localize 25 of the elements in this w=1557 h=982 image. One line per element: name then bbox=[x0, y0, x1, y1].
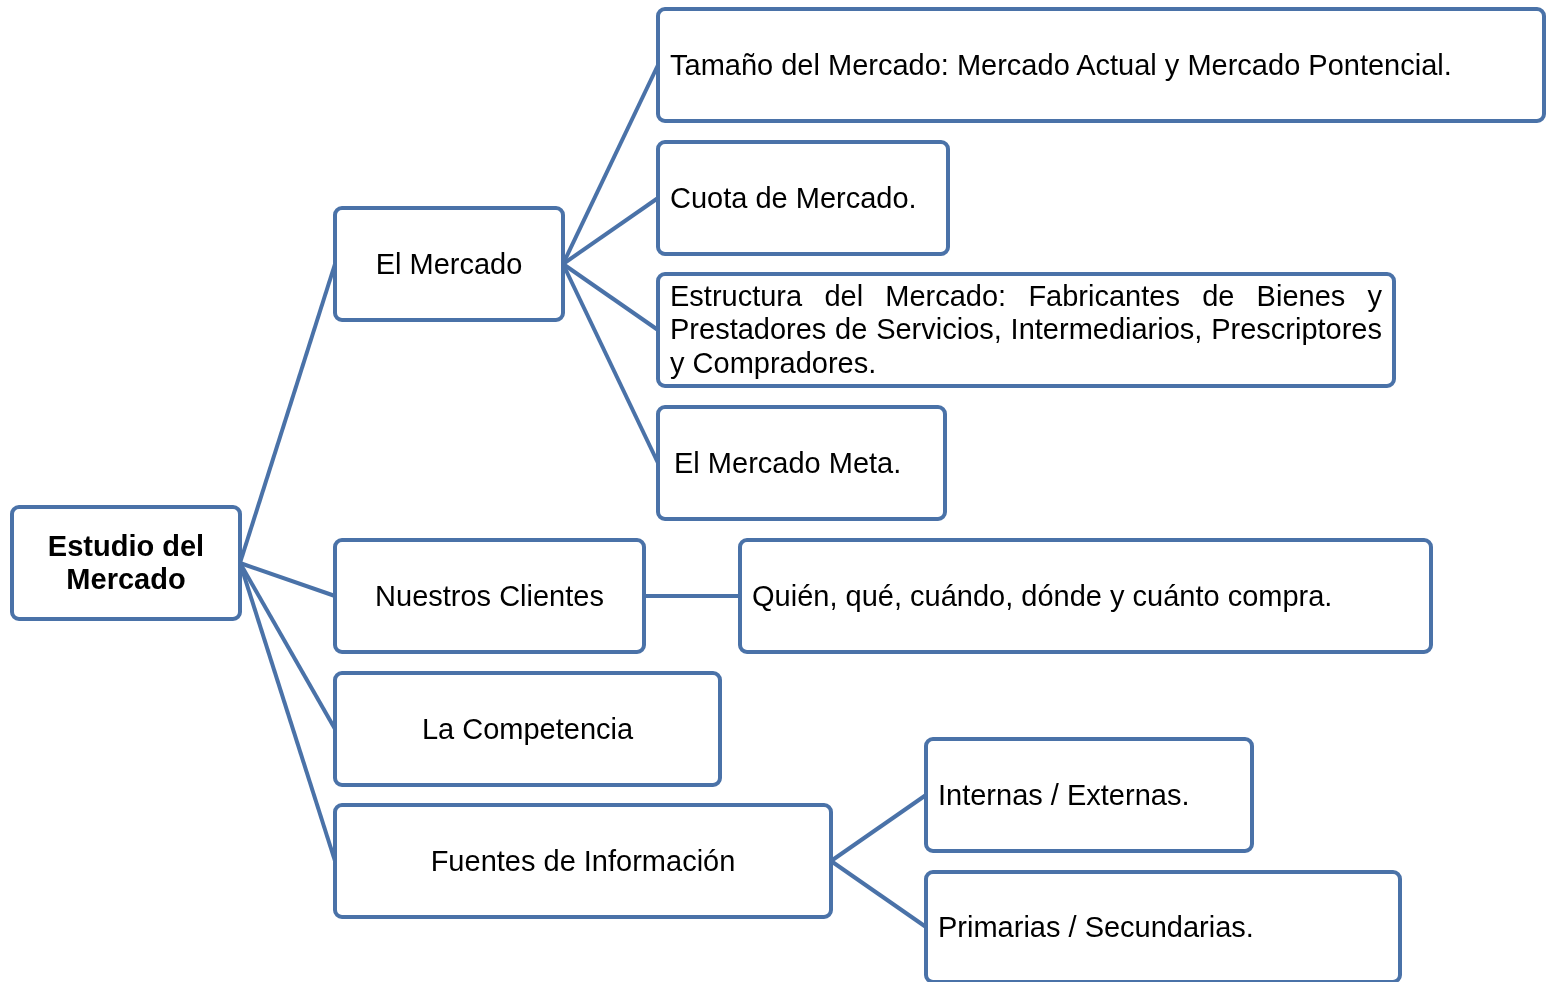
topic-box bbox=[924, 870, 1402, 982]
connector-line bbox=[644, 594, 740, 598]
topic-label: Nuestros Clientes bbox=[374, 579, 605, 613]
topic-box bbox=[333, 206, 565, 322]
topic-box bbox=[656, 7, 1546, 123]
topic-label: Quién, qué, cuándo, dónde y cuánto compra. bbox=[752, 579, 1334, 613]
topic-label: El Mercado bbox=[374, 247, 524, 281]
topic-label: Internas / Externas. bbox=[938, 778, 1191, 812]
topic-box bbox=[333, 671, 722, 787]
topic-label: Primarias / Secundarias. bbox=[938, 910, 1255, 944]
topic-box bbox=[333, 538, 646, 654]
topic-box bbox=[656, 272, 1396, 388]
topic-label: Fuentes de Información bbox=[429, 844, 737, 878]
topic-box bbox=[738, 538, 1433, 654]
topic-box bbox=[656, 405, 947, 521]
topic-label: El Mercado Meta. bbox=[674, 446, 903, 480]
topic-label: Tamaño del Mercado: Mercado Actual y Mercado Pontencial. bbox=[670, 48, 1453, 82]
root-topic-box bbox=[10, 505, 242, 621]
topic-box bbox=[656, 140, 950, 256]
topic-box bbox=[924, 737, 1254, 853]
topic-box bbox=[333, 803, 833, 919]
topic-label: Estructura del Mercado: Fabricantes de Bienes y Prestadores de Servicios, Intermediarios, Prescriptores y Compradores. bbox=[670, 280, 1382, 380]
root-topic-label: Estudio del Mercado bbox=[46, 530, 206, 596]
topic-label: La Competencia bbox=[420, 712, 635, 746]
topic-label: Cuota de Mercado. bbox=[670, 181, 918, 215]
